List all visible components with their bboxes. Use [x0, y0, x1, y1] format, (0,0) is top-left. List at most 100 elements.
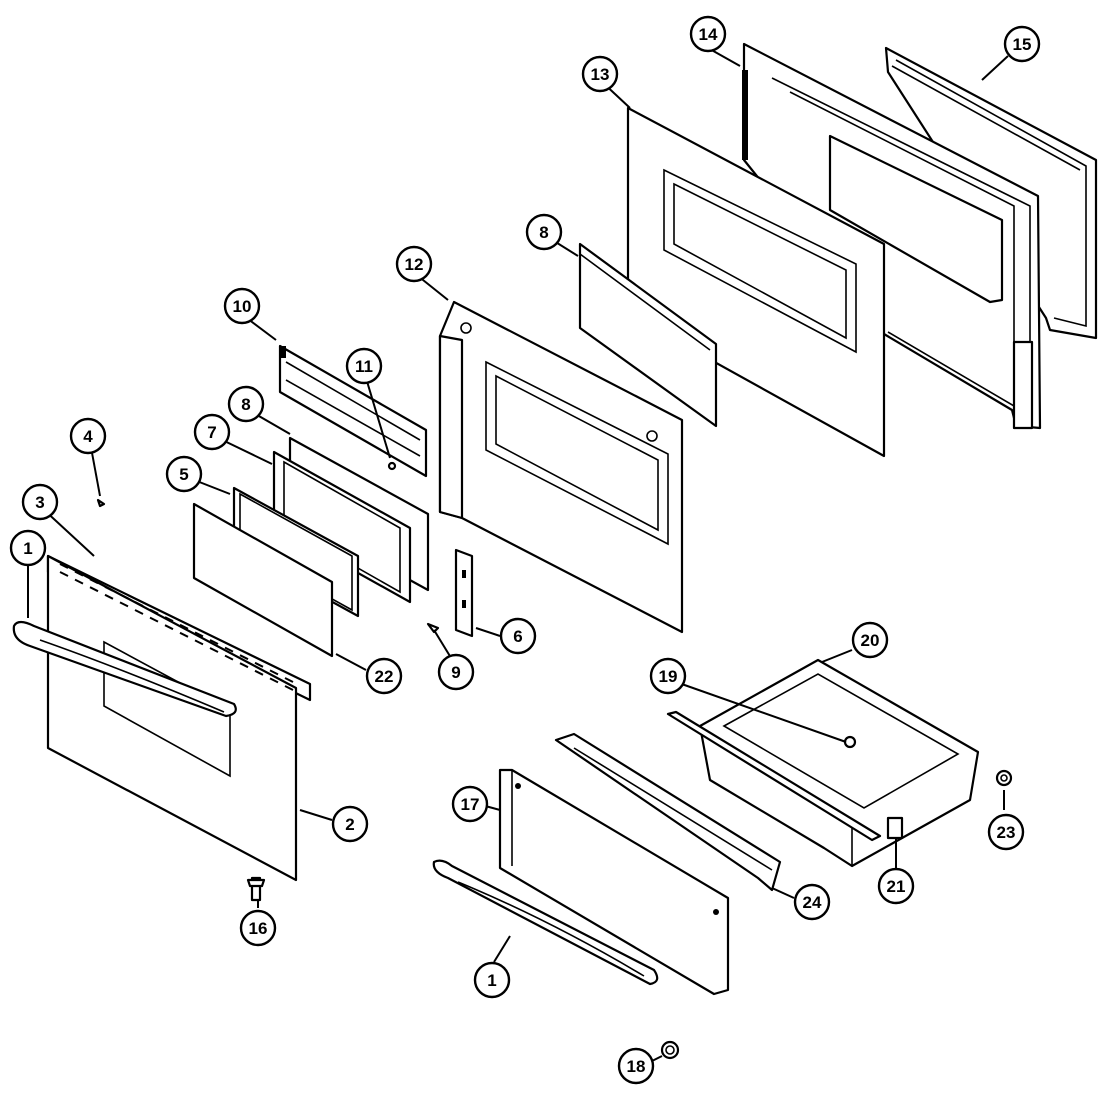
svg-text:3: 3: [35, 493, 44, 512]
svg-text:14: 14: [699, 25, 718, 44]
part-drawer-front: [498, 768, 730, 996]
svg-text:2: 2: [345, 815, 354, 834]
vent-slot: [179, 631, 189, 638]
callout-17: 17: [451, 785, 489, 823]
vent-slot: [59, 563, 69, 569]
part-drawer-stop: [886, 816, 904, 840]
callout-16: 16: [239, 909, 277, 947]
vent-slot: [194, 639, 204, 646]
callout-10: 10: [223, 287, 261, 325]
svg-text:21: 21: [887, 877, 906, 896]
part-door-handle-upper: [12, 620, 237, 718]
vent-slot: [134, 601, 144, 607]
vent-slot: [89, 578, 99, 585]
leader-lines: [27, 47, 1009, 1067]
svg-text:4: 4: [83, 427, 93, 446]
callout-18: 18: [617, 1047, 655, 1085]
vent-slot: [284, 685, 294, 691]
vent-slot: [89, 586, 99, 593]
part-glass-panel-upper: [578, 242, 718, 428]
vent-slot: [149, 608, 159, 615]
svg-text:1: 1: [487, 971, 496, 990]
svg-text:1: 1: [23, 539, 32, 558]
svg-text:22: 22: [375, 667, 394, 686]
callout-5: 5: [165, 455, 203, 493]
callout-11: 11: [345, 347, 383, 385]
part-bumper: [995, 769, 1013, 787]
svg-text:10: 10: [233, 297, 252, 316]
part-drawer-trim: [554, 732, 782, 892]
svg-text:23: 23: [997, 823, 1016, 842]
svg-text:9: 9: [451, 663, 460, 682]
vent-slot: [119, 593, 129, 600]
vent-slot: [104, 593, 114, 600]
callout-20: 20: [851, 621, 889, 659]
vent-slot: [119, 601, 129, 608]
svg-text:19: 19: [659, 667, 678, 686]
svg-text:13: 13: [591, 65, 610, 84]
vent-slot: [269, 669, 279, 676]
vent-slot: [74, 578, 84, 585]
vent-slot: [134, 609, 144, 615]
callout-24: 24: [793, 883, 831, 921]
svg-text:7: 7: [207, 423, 216, 442]
vent-slot: [269, 677, 279, 684]
svg-text:12: 12: [405, 255, 424, 274]
vent-slot: [74, 570, 84, 577]
part-hinge-bracket: [454, 548, 474, 638]
part-door-inner-frame: [438, 300, 684, 634]
vent-slot: [224, 646, 234, 653]
callout-13: 13: [581, 55, 619, 93]
callout-1-handle: 1: [9, 529, 47, 567]
callout-4: 4: [69, 417, 107, 455]
part-screw-4: [96, 498, 106, 508]
part-window-frame-7: [272, 450, 412, 604]
vent-slot: [239, 654, 249, 661]
callout-23: 23: [987, 813, 1025, 851]
vent-slot: [179, 623, 189, 630]
callout-15: 15: [1003, 25, 1041, 63]
part-drawer-rail: [666, 710, 882, 842]
callout-3: 3: [21, 483, 59, 521]
callout-7: 7: [193, 413, 231, 451]
svg-text:5: 5: [179, 465, 188, 484]
vent-slot: [224, 654, 234, 661]
vent-slot: [284, 677, 294, 683]
vent-slot: [254, 661, 264, 668]
vent-slot: [254, 669, 264, 676]
callout-21: 21: [877, 867, 915, 905]
part-screw-11: [387, 461, 397, 471]
vent-slot: [209, 647, 219, 653]
vent-slot: [104, 585, 114, 592]
callout-1-drawer-handle: 1: [473, 961, 511, 999]
part-knob: [660, 1040, 680, 1060]
svg-text:24: 24: [803, 893, 822, 912]
vent-slot: [239, 662, 249, 669]
part-bracket-rail: [278, 344, 428, 478]
callout-19: 19: [649, 657, 687, 695]
callout-8-lower: 8: [227, 385, 265, 423]
svg-text:6: 6: [513, 627, 522, 646]
callout-2: 2: [331, 805, 369, 843]
svg-text:17: 17: [461, 795, 480, 814]
part-leveling-screw: [246, 876, 266, 902]
part-inner-door-liner: [742, 42, 1042, 430]
callout-14: 14: [689, 15, 727, 53]
part-drawer-pan: [698, 658, 980, 868]
svg-text:8: 8: [241, 395, 250, 414]
part-door-panel: [626, 106, 886, 458]
part-outer-glass-22: [192, 502, 334, 658]
part-drawer-screw: [843, 735, 857, 749]
callout-22: 22: [365, 657, 403, 695]
vent-slot: [194, 631, 204, 638]
callout-6: 6: [499, 617, 537, 655]
svg-text:8: 8: [539, 223, 548, 242]
vent-slot: [164, 616, 174, 623]
svg-text:20: 20: [861, 631, 880, 650]
vent-slot: [59, 571, 69, 577]
svg-text:11: 11: [355, 357, 373, 376]
callout-12: 12: [395, 245, 433, 283]
svg-text:18: 18: [627, 1057, 646, 1076]
vent-slot: [149, 616, 159, 623]
